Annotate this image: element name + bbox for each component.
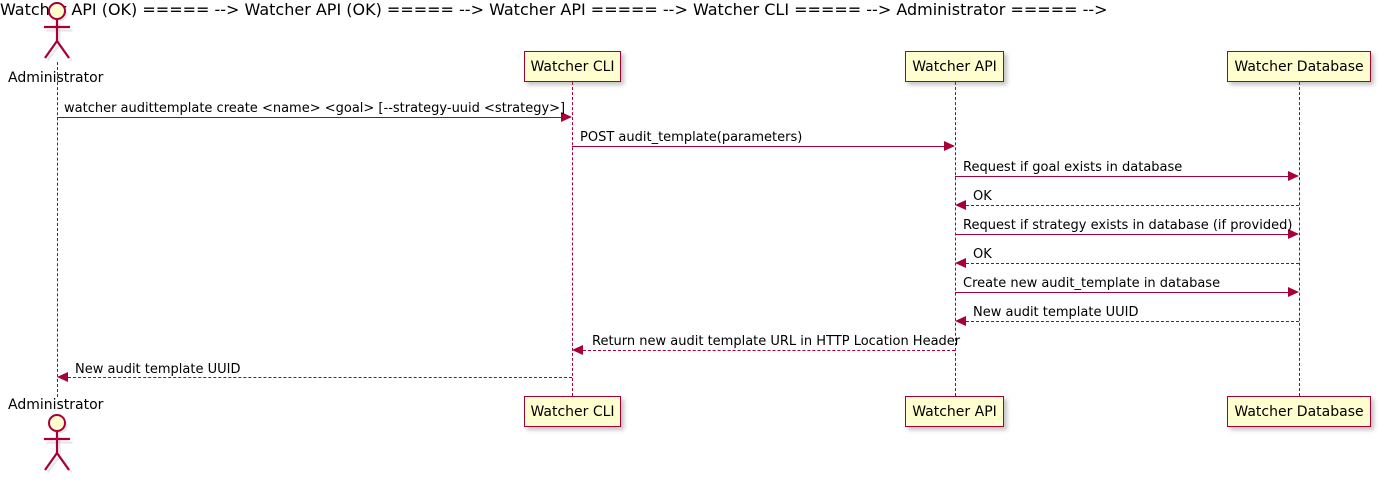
participant-box-watcher-database-top[interactable]: Watcher Database — [1227, 51, 1371, 82]
participant-box-watcher-api-top[interactable]: Watcher API — [905, 51, 1004, 82]
lifeline-administrator — [57, 62, 58, 397]
lifeline-watcher-api — [955, 82, 956, 396]
message-label-2: POST audit_template(parameters) — [580, 130, 803, 145]
message-arrowhead-6 — [955, 258, 966, 268]
message-arrow-2 — [572, 146, 944, 147]
message-arrowhead-1 — [561, 112, 572, 122]
message-arrow-9 — [583, 350, 955, 351]
message-label-5: Request if strategy exists in database (… — [963, 218, 1293, 233]
participant-label-watcher-api-bottom: Watcher API — [912, 403, 997, 420]
message-label-9: Return new audit template URL in HTTP Lo… — [592, 334, 961, 349]
participant-box-watcher-database-bottom[interactable]: Watcher Database — [1227, 396, 1371, 427]
message-arrow-1 — [57, 117, 561, 118]
message-arrow-5 — [955, 234, 1288, 235]
message-label-4: OK — [973, 189, 992, 204]
message-arrowhead-8 — [955, 316, 966, 326]
message-label-10: New audit template UUID — [75, 362, 241, 377]
actor-administrator-bottom — [37, 414, 77, 474]
lifeline-watcher-cli — [572, 82, 573, 396]
message-label-8: New audit template UUID — [973, 305, 1139, 320]
participant-label-watcher-cli-bottom: Watcher CLI — [530, 403, 615, 420]
message-arrow-3 — [955, 176, 1288, 177]
message-arrow-6 — [966, 263, 1299, 264]
message-arrowhead-7 — [1288, 287, 1299, 297]
message-arrowhead-3 — [1288, 171, 1299, 181]
message-label-6: OK — [973, 247, 992, 262]
participant-label-watcher-api: Watcher API — [912, 58, 997, 75]
message-arrow-10 — [68, 377, 572, 378]
lifeline-watcher-database — [1299, 82, 1300, 396]
actor-label-administrator-top: Administrator — [8, 70, 104, 86]
actor-label-administrator-bottom: Administrator — [8, 397, 104, 413]
participant-box-watcher-api-bottom[interactable]: Watcher API — [905, 396, 1004, 427]
participant-box-watcher-cli-bottom[interactable]: Watcher CLI — [524, 396, 621, 427]
participant-box-watcher-cli-top[interactable]: Watcher CLI — [524, 51, 621, 82]
message-arrowhead-5 — [1288, 229, 1299, 239]
message-arrow-8 — [966, 321, 1299, 322]
message-label-7: Create new audit_template in database — [963, 276, 1221, 291]
participant-label-watcher-database-bottom: Watcher Database — [1234, 403, 1364, 420]
message-arrow-4 — [966, 205, 1299, 206]
message-arrowhead-2 — [944, 141, 955, 151]
message-arrowhead-4 — [955, 200, 966, 210]
participant-label-watcher-database: Watcher Database — [1234, 58, 1364, 75]
message-arrowhead-9 — [572, 345, 583, 355]
participant-label-watcher-cli: Watcher CLI — [530, 58, 615, 75]
message-label-1: watcher audittemplate create <name> <goa… — [64, 101, 566, 116]
message-label-3: Request if goal exists in database — [963, 160, 1183, 175]
message-arrowhead-10 — [57, 372, 68, 382]
message-arrow-7 — [955, 292, 1288, 293]
actor-administrator-top — [37, 2, 77, 62]
